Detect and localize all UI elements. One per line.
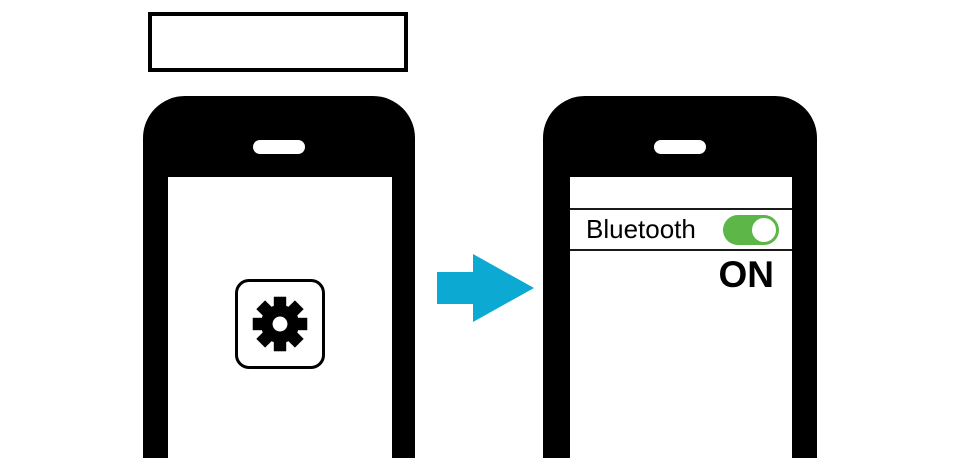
left-phone [143,96,415,458]
bluetooth-row: Bluetooth [570,208,792,251]
gear-icon [249,293,311,355]
bluetooth-label: Bluetooth [586,214,696,244]
speaker-slot-icon [253,140,305,154]
right-phone-screen: Bluetooth ON [570,177,792,458]
bluetooth-toggle[interactable] [723,214,779,245]
right-arrow-icon [437,254,534,322]
bluetooth-status-text: ON [718,254,775,295]
left-phone-screen [168,177,392,458]
status-bar-spacer [570,177,792,208]
speaker-slot-icon [654,140,706,154]
right-phone: Bluetooth ON [543,96,817,458]
status-row: ON [570,251,792,295]
settings-app-button[interactable] [235,279,325,369]
toggle-knob [752,217,776,242]
caption-box [148,12,408,72]
